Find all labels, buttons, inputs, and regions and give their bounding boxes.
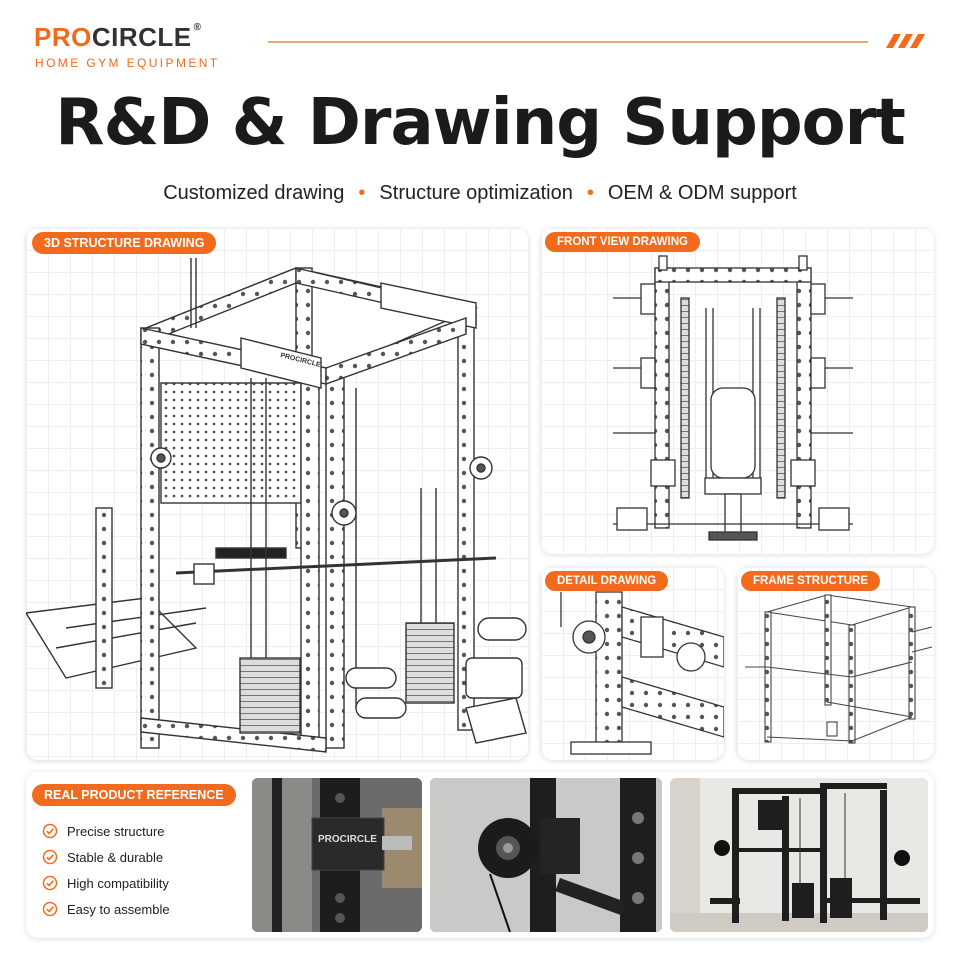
- brand-tagline: HOME GYM EQUIPMENT: [35, 56, 220, 70]
- front-view-badge: FRONT VIEW DRAWING: [545, 232, 700, 252]
- check-circle-icon: [42, 901, 58, 917]
- reference-badge: REAL PRODUCT REFERENCE: [32, 784, 236, 806]
- feature-item: Easy to assemble: [42, 896, 170, 922]
- header-divider: [268, 41, 868, 43]
- subtitle-item-oem: OEM & ODM support: [607, 182, 797, 204]
- feature-item: Stable & durable: [42, 844, 170, 870]
- brand-logo: PROCIRCLE®: [34, 22, 202, 53]
- subtitle-separator: •: [586, 182, 594, 204]
- feature-label: Stable & durable: [67, 849, 164, 865]
- brand-name-accent: PRO: [34, 22, 92, 52]
- feature-item: High compatibility: [42, 870, 170, 896]
- detail-drawing: [560, 591, 724, 755]
- front-view-drawing: [613, 255, 853, 541]
- structure-3d-badge: 3D STRUCTURE DRAWING: [32, 232, 217, 254]
- front-view-panel: FRONT VIEW DRAWING: [541, 228, 934, 554]
- subtitle-item-drawing: Customized drawing: [163, 182, 345, 204]
- detail-panel: DETAIL DRAWING: [541, 567, 724, 760]
- registered-mark: ®: [193, 22, 202, 33]
- check-circle-icon: [42, 849, 58, 865]
- product-photo-upright: PROCIRCLE: [252, 778, 422, 932]
- check-circle-icon: [42, 875, 58, 891]
- photo-logo-text: PROCIRCLE: [318, 834, 377, 845]
- subtitle-item-structure: Structure optimization: [379, 182, 573, 204]
- subtitle-separator: •: [358, 182, 366, 204]
- detail-badge: DETAIL DRAWING: [545, 571, 669, 591]
- brand-name-rest: CIRCLE: [91, 22, 192, 52]
- header: PROCIRCLE® HOME GYM EQUIPMENT: [34, 20, 934, 76]
- reference-panel: REAL PRODUCT REFERENCE Precise structure…: [26, 772, 934, 938]
- product-photo-pulley: [430, 778, 662, 932]
- feature-list: Precise structure Stable & durable High …: [42, 818, 170, 922]
- feature-label: High compatibility: [67, 875, 169, 891]
- frame-badge: FRAME STRUCTURE: [741, 571, 880, 591]
- frame-drawing: [745, 594, 933, 744]
- slash-decoration: [885, 34, 930, 48]
- feature-label: Precise structure: [67, 823, 165, 839]
- structure-3d-drawing: PROCIRCLE: [26, 258, 527, 753]
- product-photo-full-machine: [670, 778, 928, 932]
- feature-label: Easy to assemble: [67, 901, 170, 917]
- frame-panel: FRAME STRUCTURE: [737, 567, 934, 760]
- structure-3d-panel: 3D STRUCTURE DRAWING: [26, 228, 528, 760]
- subtitle: Customized drawing • Structure optimizatio…: [0, 182, 960, 205]
- feature-item: Precise structure: [42, 818, 170, 844]
- page-title: R&D & Drawing Support: [55, 86, 906, 160]
- check-circle-icon: [42, 823, 58, 839]
